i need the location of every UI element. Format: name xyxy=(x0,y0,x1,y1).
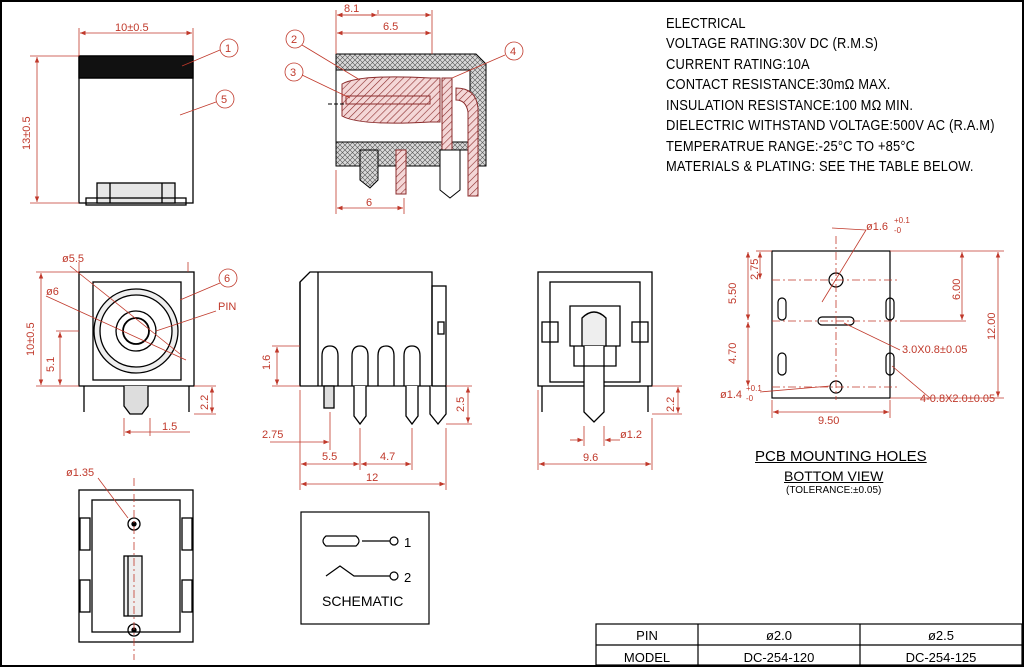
pcb-slot-side: 4-0.8X2.0±0.05 xyxy=(920,393,995,405)
dim-phi-1-35: ø1.35 xyxy=(66,467,94,479)
bottom-view-dims xyxy=(97,477,135,660)
front-width-dim: 10±0.5 xyxy=(115,22,149,34)
dim-6: 6 xyxy=(366,197,372,209)
face-view-dims xyxy=(36,262,238,436)
dim-2-5: 2.5 xyxy=(455,397,467,412)
spec-voltage: VOLTAGE RATING:30V DC (R.M.S) xyxy=(666,35,879,52)
dim-4-7: 4.7 xyxy=(380,451,395,463)
spec-insulation-resistance: INSULATION RESISTANCE:100 MΩ MIN. xyxy=(666,96,914,114)
face-view xyxy=(78,271,195,415)
schematic-pin-2: 2 xyxy=(404,570,411,585)
pcb-pin-tol-minus: -0 xyxy=(746,394,754,403)
pcb-dim-4-70: 4.70 xyxy=(727,343,739,364)
dim-1-5: 1.5 xyxy=(162,421,177,433)
side-section-dims xyxy=(284,10,524,214)
schematic-plug-symbol xyxy=(322,535,360,547)
dim-phi-6: ø6 xyxy=(46,286,59,298)
table-row-label-pin: PIN xyxy=(636,628,658,643)
pcb-subtitle: BOTTOM VIEW xyxy=(784,468,884,484)
pcb-holes-view xyxy=(771,250,895,399)
dim-9-6: 9.6 xyxy=(583,452,598,464)
dim-phi-5-5: ø5.5 xyxy=(62,253,84,265)
dim-phi-1-2: ø1.2 xyxy=(620,429,642,441)
pcb-dim-12-00: 12.00 xyxy=(986,312,998,340)
pcb-dim-2-75: 2.75 xyxy=(749,259,761,280)
pcb-hole-tol-minus: -0 xyxy=(894,226,902,235)
pcb-tolerance: (TOLERANCE:±0.05) xyxy=(786,485,882,496)
dim-1-6: 1.6 xyxy=(261,355,273,370)
pcb-title: PCB MOUNTING HOLES xyxy=(755,448,927,465)
schematic-pin-1: 1 xyxy=(404,535,411,550)
pcb-hole-tol-plus: +0.1 xyxy=(894,216,910,225)
dim-6-5: 6.5 xyxy=(383,21,398,33)
side-section xyxy=(328,53,487,199)
dim-2-2-face: 2.2 xyxy=(199,395,211,410)
schematic-switch-symbol xyxy=(325,565,390,577)
callout-3: 3 xyxy=(290,67,296,79)
table-row-label-model: MODEL xyxy=(623,650,671,665)
bottom-view xyxy=(78,489,194,643)
callout-4: 4 xyxy=(510,46,516,58)
pcb-pin-d: ø1.4 xyxy=(720,389,742,401)
model-table xyxy=(595,623,1023,666)
dim-12: 12 xyxy=(366,472,378,484)
pcb-dim-6-00: 6.00 xyxy=(951,279,963,300)
side-view xyxy=(299,271,447,426)
back-view xyxy=(537,271,653,423)
dim-2-2-back: 2.2 xyxy=(665,397,677,412)
callout-5: 5 xyxy=(221,94,227,106)
dim-5-5: 5.5 xyxy=(322,451,337,463)
front-view-dims xyxy=(30,28,239,204)
pcb-dim-5-50: 5.50 xyxy=(727,283,739,304)
callout-2: 2 xyxy=(291,34,297,46)
pcb-dim-9-50: 9.50 xyxy=(818,415,839,427)
front-view xyxy=(78,55,194,206)
dim-10: 10±0.5 xyxy=(25,322,37,356)
pcb-dims xyxy=(745,227,1004,418)
side-view-dims xyxy=(270,345,472,490)
callout-1: 1 xyxy=(225,43,231,55)
pcb-hole-d: ø1.6 xyxy=(866,221,888,233)
spec-contact-resistance: CONTACT RESISTANCE:30mΩ MAX. xyxy=(666,76,891,93)
spec-dielectric: DIELECTRIC WITHSTAND VOLTAGE:500V AC (R.… xyxy=(666,117,995,134)
schematic-title: SCHEMATIC xyxy=(322,593,404,609)
callout-6: 6 xyxy=(224,273,230,285)
back-view-dims xyxy=(537,385,682,470)
spec-materials: MATERIALS & PLATING: SEE THE TABLE BELOW… xyxy=(666,158,974,175)
table-cell-model-120: DC-254-120 xyxy=(743,650,815,665)
table-cell-pin-2-0: ø2.0 xyxy=(765,628,792,643)
pcb-pin-tol-plus: +0.1 xyxy=(746,384,762,393)
electrical-heading: ELECTRICAL xyxy=(666,15,746,32)
pin-label: PIN xyxy=(218,301,236,313)
dim-5-1: 5.1 xyxy=(45,357,57,372)
electrical-spec-list: VOLTAGE RATING:30V DC (R.M.S) CURRENT RA… xyxy=(666,34,1024,178)
dim-8-1: 8.1 xyxy=(344,3,359,15)
front-height-dim: 13±0.5 xyxy=(21,116,33,150)
schematic-box xyxy=(300,511,430,625)
spec-current: CURRENT RATING:10A xyxy=(666,55,810,73)
table-cell-model-125: DC-254-125 xyxy=(905,650,977,665)
table-cell-pin-2-5: ø2.5 xyxy=(927,628,954,643)
spec-temperature: TEMPERATRUE RANGE:-25°C TO +85°C xyxy=(666,137,916,155)
dim-2-75-side: 2.75 xyxy=(262,429,283,441)
pcb-slot-center: 3.0X0.8±0.05 xyxy=(902,344,967,356)
